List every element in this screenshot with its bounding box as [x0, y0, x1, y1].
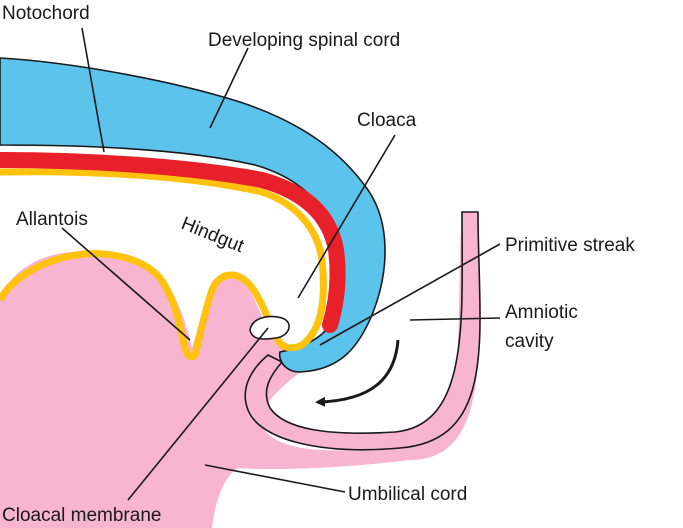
cloaca-label: Cloaca — [357, 110, 417, 131]
amniotic-cavity-label-line1: Amniotic — [505, 302, 578, 323]
amniotic-cavity-label-line2: cavity — [505, 331, 554, 352]
amniotic-cavity-leader — [410, 318, 500, 320]
developing-spinal-cord-label: Developing spinal cord — [208, 30, 400, 51]
cloacal-membrane-shape — [250, 317, 289, 340]
umbilical-cord-shape — [0, 212, 479, 528]
notochord-label: Notochord — [2, 3, 90, 24]
umbilical-cord-label: Umbilical cord — [348, 484, 467, 505]
cloacal-membrane-label: Cloacal membrane — [2, 505, 161, 526]
allantois-label: Allantois — [16, 209, 88, 230]
primitive-streak-label: Primitive streak — [505, 235, 635, 256]
hindgut-label: Hindgut — [178, 213, 247, 257]
